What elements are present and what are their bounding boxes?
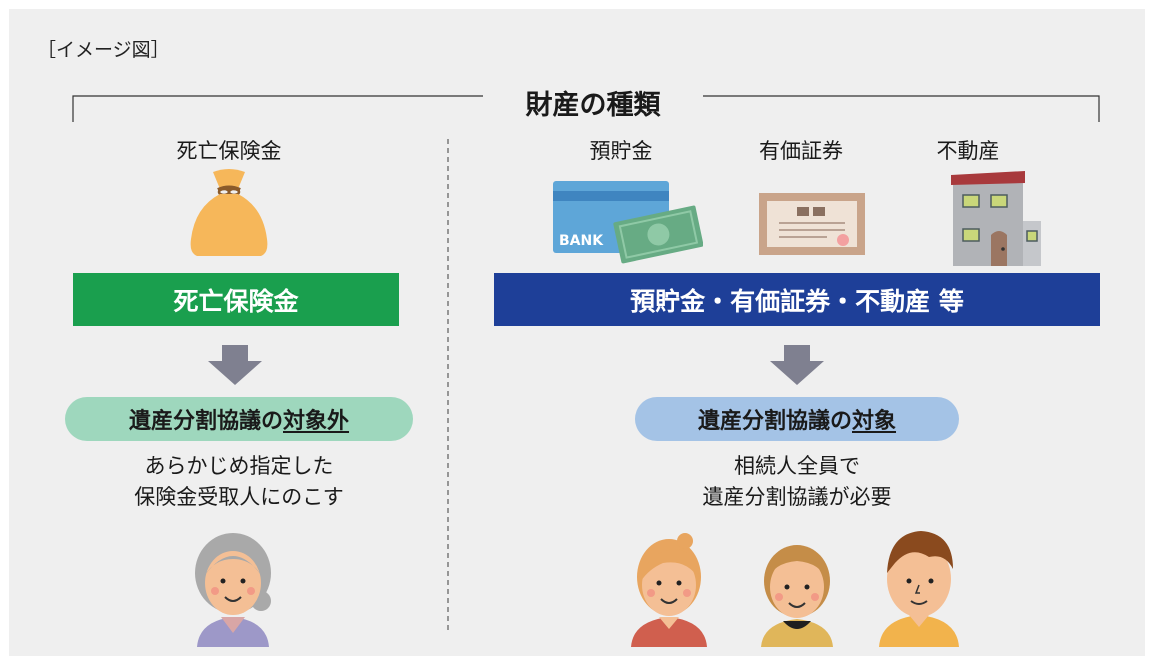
arrow-down-icon (770, 345, 824, 385)
dashed-divider (447, 139, 449, 634)
excluded-pill: 遺産分割協議の対象外 (65, 397, 413, 441)
included-pill-text: 遺産分割協議の (697, 409, 852, 434)
excluded-pill-text: 遺産分割協議の (128, 409, 283, 434)
estate-assets-bar: 預貯金・有価証券・不動産 等 (494, 273, 1100, 326)
real-estate-label: 不動産 (936, 139, 1000, 163)
included-pill: 遺産分割協議の対象 (635, 397, 959, 441)
building-icon (951, 171, 1041, 266)
bank-card-text: BANK (559, 233, 604, 249)
included-pill-emphasis: 対象 (852, 409, 897, 434)
securities-label: 有価証券 (759, 139, 843, 163)
main-title: 財産の種類 (483, 83, 703, 122)
right-description-line1: 相続人全員で (734, 454, 860, 478)
money-bag-icon (190, 169, 268, 256)
right-description-line2: 遺産分割協議が必要 (702, 485, 892, 509)
deposit-label: 預貯金 (589, 139, 653, 163)
arrow-down-icon (208, 345, 262, 385)
certificate-icon (759, 193, 865, 255)
life-insurance-bar: 死亡保険金 (73, 273, 399, 326)
woman-icon (631, 533, 707, 647)
left-description: あらかじめ指定した 保険金受取人にのこす (69, 451, 409, 513)
left-description-line2: 保険金受取人にのこす (134, 485, 344, 509)
excluded-pill-emphasis: 対象外 (283, 409, 350, 434)
left-description-line1: あらかじめ指定した (144, 454, 334, 478)
bank-card-icon: BANK (553, 181, 703, 264)
man-icon (879, 531, 959, 647)
girl-icon (761, 545, 833, 647)
life-insurance-label: 死亡保険金 (176, 139, 282, 163)
grandmother-icon (195, 533, 271, 647)
diagram-panel: ［イメージ図］ 財産の種類 死亡保険金 死亡保険金 遺産分割協議の対象外 あらか… (9, 9, 1145, 656)
image-tag: ［イメージ図］ (37, 39, 170, 61)
right-description: 相続人全員で 遺産分割協議が必要 (627, 451, 967, 513)
